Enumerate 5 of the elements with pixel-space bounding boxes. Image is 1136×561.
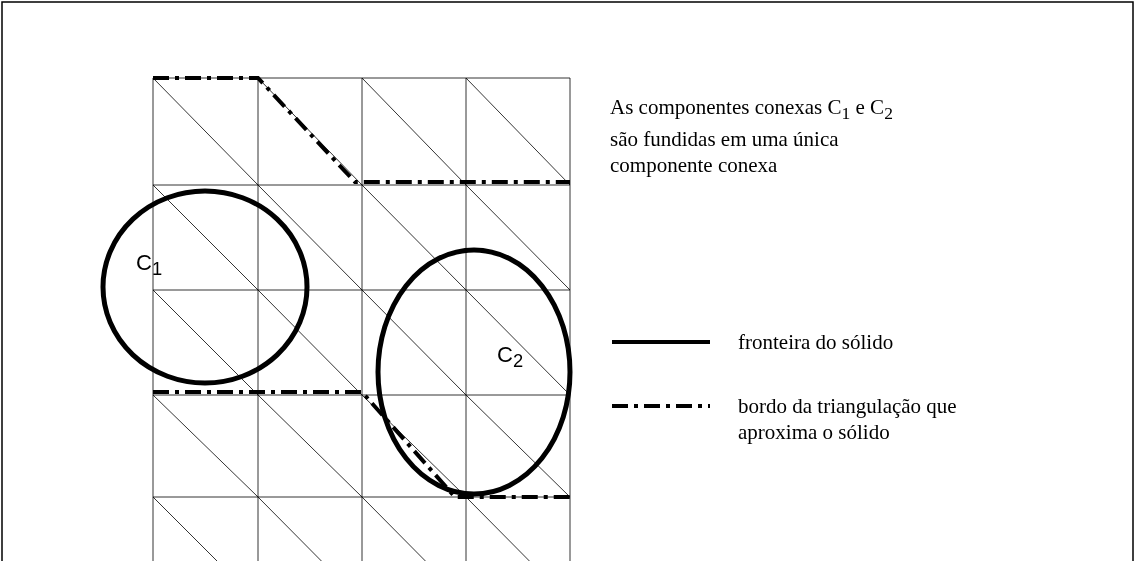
component-label: C$_{2}$ [497, 342, 524, 373]
legend-text: fronteira do sólido [738, 329, 895, 355]
note-text: As componentes conexas C$_{1}$ e C$_{2}$ são fundidas em uma única componente conexa [610, 94, 894, 179]
component-label: C$_{1}$ [136, 250, 163, 281]
legend-text: bordo da triangulação que aproxima o sólido [738, 393, 958, 445]
